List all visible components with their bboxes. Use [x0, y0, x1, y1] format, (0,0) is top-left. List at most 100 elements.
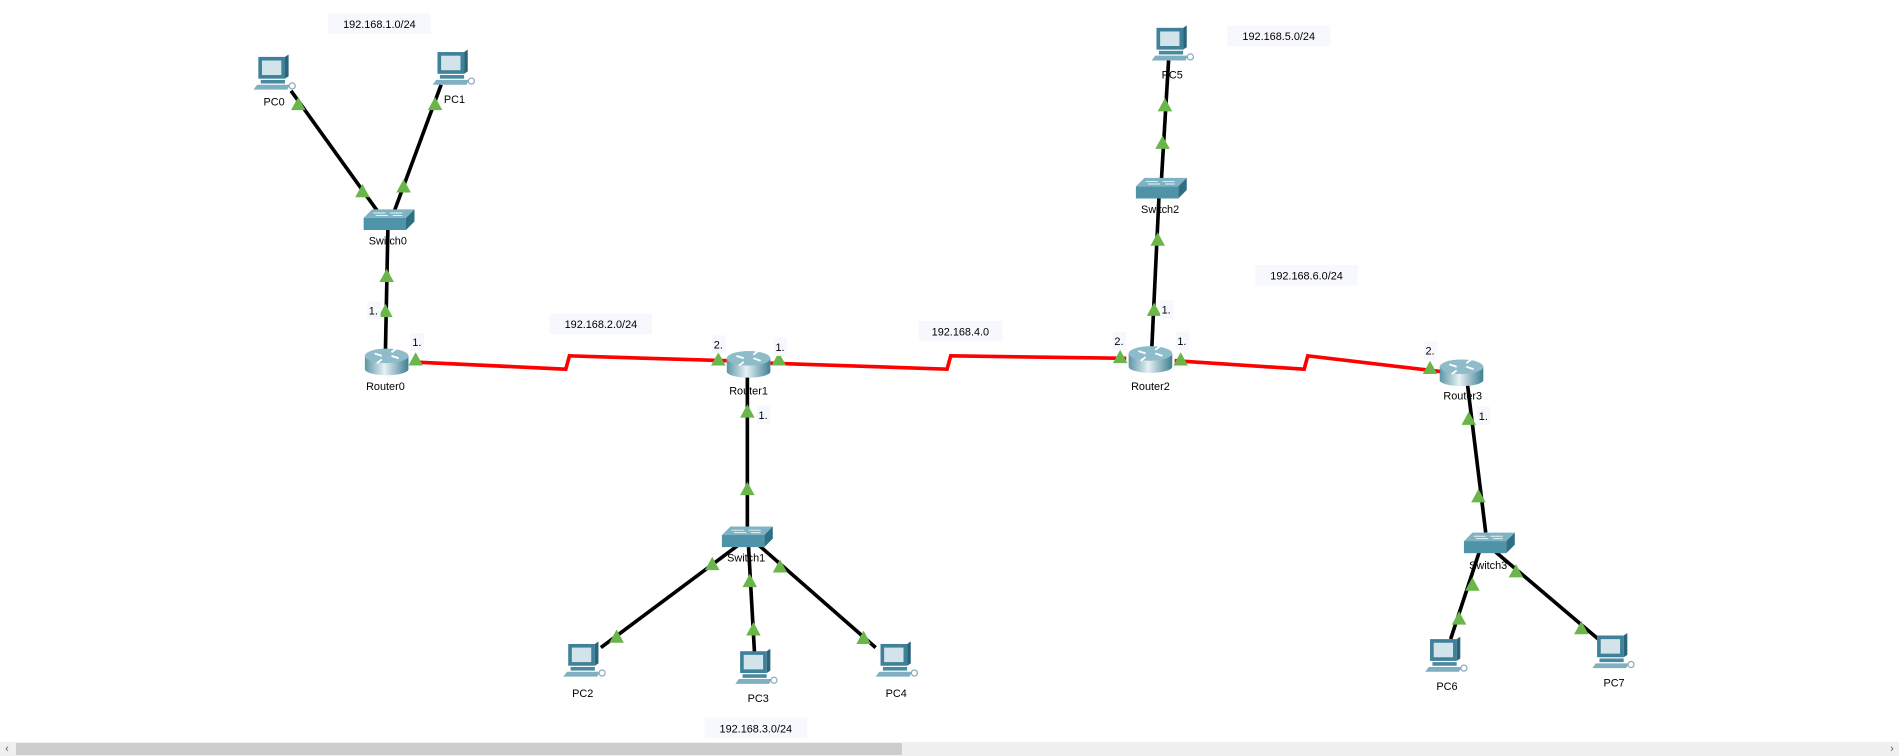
pc-icon: [1425, 636, 1468, 672]
router-icon: [1439, 358, 1484, 387]
device-switch2[interactable]: Switch2: [1135, 177, 1187, 216]
link-up-triangle-icon: [1508, 564, 1524, 578]
device-pc0[interactable]: PC0: [253, 54, 296, 108]
network-note[interactable]: 192.168.2.0/24: [549, 313, 653, 335]
device-router2[interactable]: Router2: [1128, 345, 1173, 393]
device-label: PC6: [1436, 681, 1457, 693]
device-label: Router0: [366, 381, 405, 393]
ethernet-link[interactable]: [599, 543, 740, 650]
switch-icon: [1463, 532, 1515, 554]
device-switch3[interactable]: Switch3: [1463, 532, 1515, 572]
horizontal-scrollbar[interactable]: ‹ ›: [0, 742, 1899, 756]
switch-icon: [363, 209, 415, 230]
device-pc5[interactable]: PC5: [1151, 25, 1195, 82]
device-router1[interactable]: Router1: [726, 350, 771, 398]
network-note[interactable]: 192.168.6.0/24: [1255, 265, 1358, 286]
port-label-text: 1.: [775, 342, 784, 354]
device-pc1[interactable]: PC1: [432, 49, 476, 106]
link-up-triangle-icon: [704, 556, 720, 571]
port-label: 1.: [410, 332, 425, 352]
ethernet-link[interactable]: [746, 547, 757, 655]
port-label: 1.: [757, 405, 771, 424]
port-label: 1.: [1175, 331, 1190, 350]
router-icon: [364, 347, 409, 376]
pc-icon: [735, 648, 778, 684]
serial-link[interactable]: [1174, 353, 1442, 374]
link-up-triangle-icon: [772, 559, 788, 573]
device-label: PC5: [1162, 70, 1183, 82]
pc-icon: [432, 49, 476, 85]
device-label: PC3: [748, 693, 769, 705]
pc-icon: [563, 641, 606, 677]
device-label: Switch2: [1141, 204, 1179, 216]
scroll-left-arrow-icon[interactable]: ‹: [5, 743, 9, 755]
link-up-triangle-icon: [771, 352, 787, 366]
network-note-text: 192.168.5.0/24: [1242, 31, 1315, 43]
network-note[interactable]: 192.168.5.0/24: [1227, 25, 1331, 46]
device-router3[interactable]: Router3: [1439, 358, 1484, 403]
link-up-triangle-icon: [746, 622, 761, 636]
link-up-triangle-icon: [1422, 360, 1438, 375]
network-note-text: 192.168.6.0/24: [1270, 271, 1343, 283]
device-pc6[interactable]: PC6: [1425, 636, 1468, 693]
port-label: 1.: [1477, 406, 1491, 425]
device-label: Switch3: [1469, 560, 1507, 572]
port-label: 1.: [773, 337, 788, 356]
device-label: PC2: [572, 688, 593, 700]
port-label-text: 1.: [1162, 305, 1171, 317]
network-note[interactable]: 192.168.1.0/24: [328, 13, 431, 34]
ethernet-link[interactable]: [383, 229, 390, 352]
serial-link[interactable]: [770, 354, 1127, 372]
serial-link[interactable]: [411, 354, 727, 372]
link-up-triangle-icon: [291, 96, 306, 111]
device-label: PC4: [886, 688, 907, 700]
network-note-text: 192.168.3.0/24: [720, 723, 793, 735]
link-up-triangle-icon: [1471, 489, 1486, 503]
device-pc7[interactable]: PC7: [1592, 633, 1635, 689]
port-label-text: 1.: [1479, 411, 1488, 423]
port-label-text: 1.: [369, 306, 378, 318]
network-note-text: 192.168.2.0/24: [565, 319, 638, 331]
device-pc4[interactable]: PC4: [875, 641, 919, 701]
switch-icon: [1135, 177, 1187, 199]
port-label: 1.: [367, 301, 381, 320]
router-icon: [726, 350, 771, 378]
link-up-triangle-icon: [408, 352, 423, 366]
port-label-text: 1.: [1177, 336, 1186, 348]
port-label: 1.: [1160, 300, 1174, 319]
network-note[interactable]: 192.168.4.0: [918, 320, 1003, 342]
port-label: 2.: [712, 335, 726, 354]
device-switch1[interactable]: Switch1: [721, 526, 773, 565]
link-up-triangle-icon: [427, 96, 443, 111]
router-icon: [1128, 345, 1173, 373]
network-note[interactable]: 192.168.3.0/24: [704, 717, 808, 739]
link-up-triangle-icon: [1461, 411, 1477, 425]
ethernet-link[interactable]: [1464, 375, 1488, 533]
link-up-triangle-icon: [1451, 611, 1467, 625]
device-switch0[interactable]: Switch0: [363, 209, 415, 248]
link-up-triangle-icon: [1155, 135, 1170, 149]
ethernet-link[interactable]: [1159, 60, 1171, 182]
port-label-text: 2.: [714, 340, 723, 352]
pc-icon: [875, 641, 919, 677]
link-up-triangle-icon: [609, 629, 624, 643]
scrollbar-thumb[interactable]: [16, 743, 902, 755]
device-router0[interactable]: Router0: [364, 347, 409, 393]
link-up-triangle-icon: [378, 303, 393, 318]
link-up-triangle-icon: [1150, 232, 1165, 246]
link-up-triangle-icon: [1574, 620, 1589, 635]
device-label: Switch0: [369, 236, 407, 248]
device-pc3[interactable]: PC3: [735, 648, 778, 705]
link-up-triangle-icon: [355, 183, 370, 198]
ethernet-link[interactable]: [1149, 198, 1161, 352]
scroll-right-arrow-icon[interactable]: ›: [1890, 743, 1894, 755]
link-up-triangle-icon: [1173, 352, 1188, 366]
port-label: 2.: [1423, 341, 1438, 360]
pc-icon: [1592, 633, 1635, 669]
ethernet-link[interactable]: [757, 543, 877, 649]
device-label: Router3: [1443, 390, 1482, 402]
port-label: 2.: [1112, 331, 1127, 350]
device-pc2[interactable]: PC2: [563, 641, 606, 701]
device-label: Router2: [1131, 381, 1170, 393]
